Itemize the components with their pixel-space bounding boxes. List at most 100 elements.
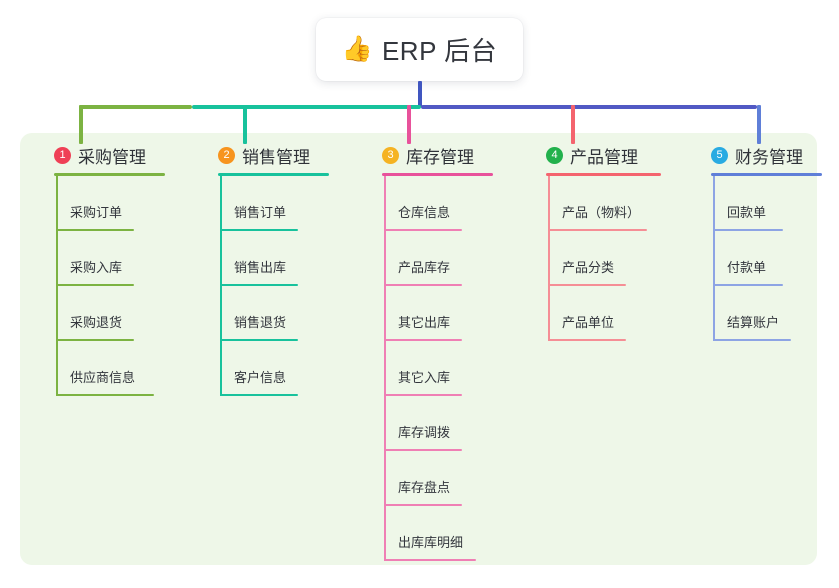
leaf-item[interactable]: 回款单 <box>693 176 834 231</box>
branch-header-5[interactable]: 5 财务管理 <box>693 142 834 168</box>
bus-segment-2 <box>192 105 421 109</box>
branch-badge-1: 1 <box>54 146 71 164</box>
drop-connector-2 <box>243 105 247 144</box>
leaf-item[interactable]: 其它入库 <box>364 341 505 396</box>
leaf-item[interactable]: 销售退货 <box>200 286 341 341</box>
branch-trunk-2 <box>220 176 222 396</box>
leaf-item[interactable]: 客户信息 <box>200 341 341 396</box>
branch-header-3[interactable]: 3 库存管理 <box>364 142 505 168</box>
branch-trunk-4 <box>548 176 550 341</box>
leaf-item[interactable]: 产品（物料） <box>528 176 673 231</box>
leaf-underline <box>220 394 298 396</box>
thumbs-up-icon: 👍 <box>341 35 373 63</box>
branch-title-3: 库存管理 <box>406 147 474 167</box>
branch-underline-1 <box>54 173 165 176</box>
branch-title-2: 销售管理 <box>242 147 310 167</box>
leaf-list-2: 销售订单销售出库销售退货客户信息 <box>200 176 341 396</box>
branch-trunk-1 <box>56 176 58 396</box>
leaf-underline <box>56 394 154 396</box>
branch-trunk-3 <box>384 176 386 561</box>
leaf-list-3: 仓库信息产品库存其它出库其它入库库存调拨库存盘点出库库明细 <box>364 176 505 561</box>
bus-segment-3 <box>421 105 757 109</box>
branch-2: 2 销售管理销售订单销售出库销售退货客户信息 <box>200 142 341 396</box>
leaf-item[interactable]: 库存盘点 <box>364 451 505 506</box>
leaf-item[interactable]: 库存调拨 <box>364 396 505 451</box>
branch-underline-4 <box>546 173 661 176</box>
leaf-underline <box>384 339 462 341</box>
branch-trunk-5 <box>713 176 715 341</box>
leaf-label: 产品单位 <box>562 315 615 330</box>
leaf-item[interactable]: 仓库信息 <box>364 176 505 231</box>
branch-title-4: 产品管理 <box>570 147 638 167</box>
leaf-label: 付款单 <box>727 260 767 275</box>
leaf-underline <box>384 559 476 561</box>
branch-5: 5 财务管理回款单付款单结算账户 <box>693 142 834 341</box>
leaf-underline <box>548 284 626 286</box>
leaf-label: 采购入库 <box>70 260 123 275</box>
leaf-item[interactable]: 供应商信息 <box>36 341 177 396</box>
leaf-list-1: 采购订单采购入库采购退货供应商信息 <box>36 176 177 396</box>
leaf-item[interactable]: 产品分类 <box>528 231 673 286</box>
leaf-label: 采购退货 <box>70 315 123 330</box>
leaf-underline <box>56 284 134 286</box>
branch-header-4[interactable]: 4 产品管理 <box>528 142 673 168</box>
leaf-item[interactable]: 其它出库 <box>364 286 505 341</box>
leaf-item[interactable]: 产品库存 <box>364 231 505 286</box>
leaf-label: 供应商信息 <box>70 370 136 385</box>
branch-header-2[interactable]: 2 销售管理 <box>200 142 341 168</box>
root-stem-connector <box>418 81 422 107</box>
leaf-underline <box>220 229 298 231</box>
drop-connector-4 <box>571 105 575 144</box>
leaf-underline <box>548 229 647 231</box>
bus-segment-1 <box>79 105 192 109</box>
branch-3: 3 库存管理仓库信息产品库存其它出库其它入库库存调拨库存盘点出库库明细 <box>364 142 505 561</box>
leaf-label: 销售退货 <box>234 315 287 330</box>
leaf-item[interactable]: 销售出库 <box>200 231 341 286</box>
branch-1: 1 采购管理采购订单采购入库采购退货供应商信息 <box>36 142 177 396</box>
leaf-item[interactable]: 付款单 <box>693 231 834 286</box>
leaf-underline <box>384 284 462 286</box>
leaf-label: 客户信息 <box>234 370 287 385</box>
branch-badge-5: 5 <box>711 146 728 164</box>
branch-badge-2: 2 <box>218 146 235 164</box>
branch-4: 4 产品管理产品（物料） 产品分类产品单位 <box>528 142 673 341</box>
branch-badge-3: 3 <box>382 146 399 164</box>
leaf-item[interactable]: 采购入库 <box>36 231 177 286</box>
leaf-underline <box>713 284 783 286</box>
branch-badge-4: 4 <box>546 146 563 164</box>
leaf-label: 库存盘点 <box>398 480 451 495</box>
leaf-label: 结算账户 <box>727 315 780 330</box>
leaf-label: 其它出库 <box>398 315 451 330</box>
leaf-underline <box>220 284 298 286</box>
leaf-underline <box>384 504 462 506</box>
leaf-label: 产品库存 <box>398 260 451 275</box>
leaf-item[interactable]: 采购订单 <box>36 176 177 231</box>
leaf-label: 仓库信息 <box>398 205 451 220</box>
branch-underline-3 <box>382 173 493 176</box>
leaf-item[interactable]: 结算账户 <box>693 286 834 341</box>
leaf-underline <box>56 339 134 341</box>
leaf-underline <box>713 229 783 231</box>
leaf-label: 回款单 <box>727 205 767 220</box>
branches-panel <box>20 133 817 565</box>
leaf-label: 销售订单 <box>234 205 287 220</box>
leaf-label: 产品（物料） <box>562 205 641 220</box>
leaf-list-4: 产品（物料） 产品分类产品单位 <box>528 176 673 341</box>
leaf-item[interactable]: 采购退货 <box>36 286 177 341</box>
branch-title-5: 财务管理 <box>735 147 803 167</box>
branch-underline-5 <box>711 173 822 176</box>
leaf-underline <box>384 394 462 396</box>
root-node[interactable]: 👍 ERP 后台 <box>316 18 523 81</box>
branch-header-1[interactable]: 1 采购管理 <box>36 142 177 168</box>
leaf-underline <box>548 339 626 341</box>
leaf-item[interactable]: 产品单位 <box>528 286 673 341</box>
branch-title-1: 采购管理 <box>78 147 146 167</box>
branch-underline-2 <box>218 173 329 176</box>
drop-connector-1 <box>79 105 83 144</box>
leaf-item[interactable]: 出库库明细 <box>364 506 505 561</box>
leaf-item[interactable]: 销售订单 <box>200 176 341 231</box>
leaf-label: 出库库明细 <box>398 535 464 550</box>
leaf-underline <box>713 339 791 341</box>
drop-connector-5 <box>757 105 761 144</box>
